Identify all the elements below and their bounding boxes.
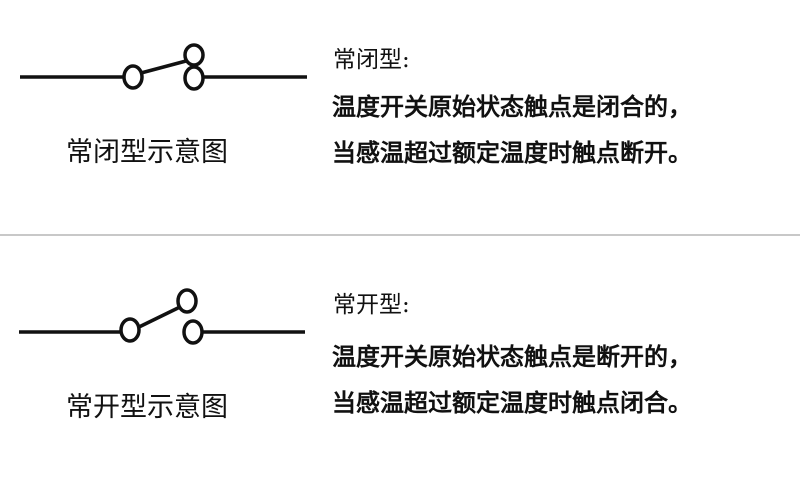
description-line: 当感温超过额定温度时触点闭合。 [332, 389, 692, 417]
normally-open-caption: 常开型示意图 [66, 392, 228, 423]
description-line: 温度开关原始状态触点是闭合的， [332, 93, 692, 121]
section-divider [0, 234, 800, 236]
normally-open-switch-symbol [19, 288, 305, 345]
normally-closed-switch-symbol [20, 43, 307, 91]
normally-open-title: 常开型: [333, 292, 410, 318]
normally-closed-description: 温度开关原始状态触点是闭合的， 当感温超过额定温度时触点断开。 [332, 84, 692, 176]
normally-closed-title: 常闭型: [333, 47, 410, 73]
normally-open-description: 温度开关原始状态触点是断开的， 当感温超过额定温度时触点闭合。 [332, 334, 692, 426]
normally-closed-caption: 常闭型示意图 [66, 137, 228, 168]
description-line: 当感温超过额定温度时触点断开。 [332, 139, 692, 167]
description-line: 温度开关原始状态触点是断开的， [332, 343, 692, 371]
